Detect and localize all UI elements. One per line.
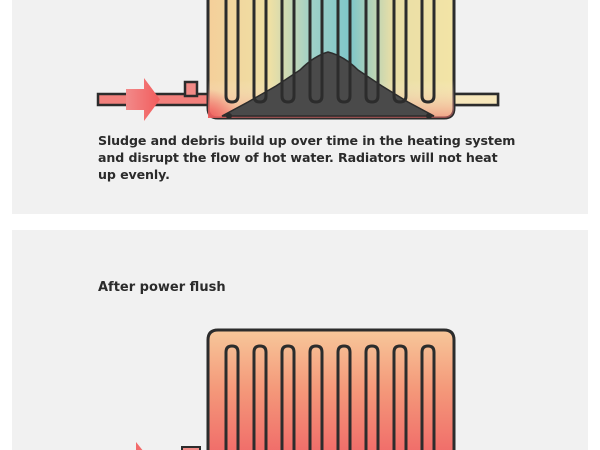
valve-icon: [183, 80, 199, 98]
radiator-icon: [206, 0, 456, 120]
before-radiator-diagram: [96, 0, 500, 121]
radiator-columns: [224, 0, 436, 104]
right-arrow-icon: [136, 442, 143, 450]
valve-icon: [181, 446, 201, 450]
right-arrow-icon: [126, 78, 160, 121]
radiator-columns: [224, 344, 436, 450]
radiator-icon: [206, 328, 456, 450]
before-caption: Sludge and debris build up over time in …: [98, 133, 516, 182]
after-section-title: After power flush: [98, 280, 226, 295]
sludge-buildup: [221, 51, 435, 117]
after-radiator-diagram: [136, 328, 456, 450]
